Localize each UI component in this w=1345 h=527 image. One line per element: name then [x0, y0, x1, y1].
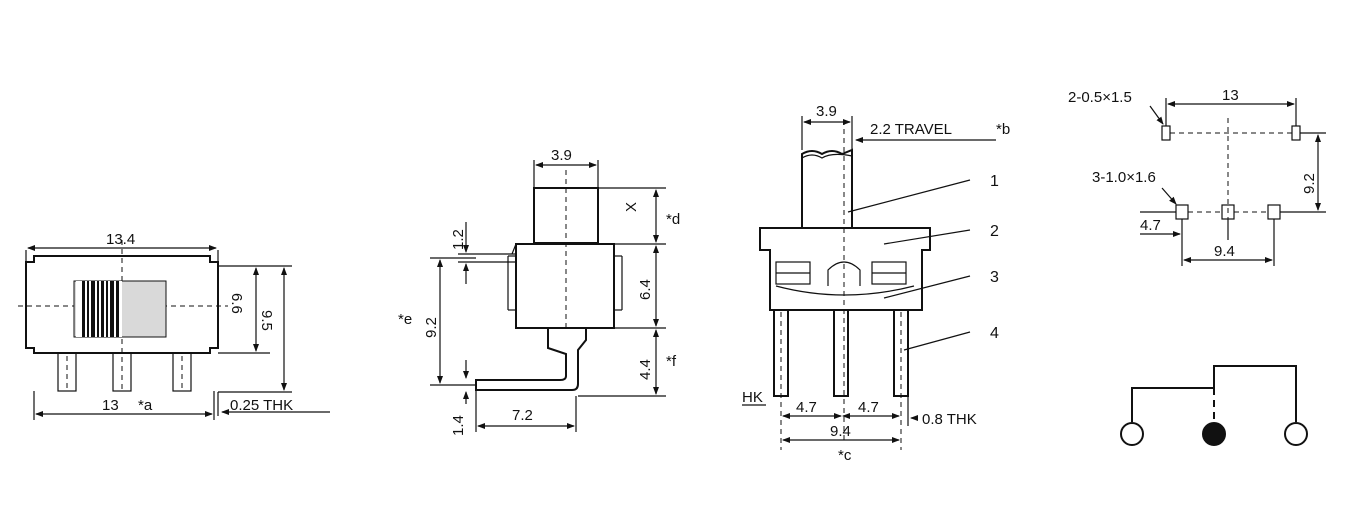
front-thickness-label: 0.25 THK	[230, 397, 293, 414]
end-pitch-right-label: 4.7	[858, 399, 879, 416]
pcb-pitch-label: 4.7	[1140, 217, 1161, 234]
side-bottom-offset-label: 1.4	[450, 415, 467, 436]
front-total-height-label: 9.5	[258, 310, 275, 331]
switch-schematic	[1120, 365, 1308, 446]
end-cut-text: HK	[742, 389, 763, 406]
front-pin-span-label: 13	[102, 397, 119, 414]
pcb-mount-holes-label: 2-0.5×1.5	[1068, 89, 1132, 106]
part-label-3: 3	[990, 269, 999, 286]
schematic-terminal-common	[1202, 422, 1226, 446]
schematic-terminal-left	[1120, 422, 1144, 446]
front-body-height-label: 6.6	[228, 293, 245, 314]
end-note-b: *b	[996, 121, 1010, 138]
side-actuator-width-label: 3.9	[551, 147, 572, 164]
front-note-a: *a	[138, 397, 153, 414]
part-label-2: 2	[990, 223, 999, 240]
end-view: 3.9 2.2 TRAVEL *b 1 2 3 4 HK 4.7 4.7 0.8…	[742, 103, 1010, 464]
end-note-c: *c	[838, 447, 852, 464]
side-x-label: X	[623, 202, 640, 212]
side-note-f: *f	[666, 353, 677, 370]
front-view: 13.4 6.6 9.5 13 *a 0.25 THK	[18, 231, 330, 420]
side-pin-length-label: 9.2	[423, 317, 440, 338]
pcb-layout: 2-0.5×1.5 3-1.0×1.6 13 9.2 4.7	[1068, 87, 1326, 266]
part-label-1: 1	[990, 173, 999, 190]
part-label-4: 4	[990, 325, 999, 342]
end-actuator-width-label: 3.9	[816, 103, 837, 120]
side-note-d: *d	[666, 211, 680, 228]
side-foot-length-label: 7.2	[512, 407, 533, 424]
side-body-height-label: 6.4	[637, 279, 654, 300]
pcb-pin-span-label: 9.4	[1214, 243, 1235, 260]
end-pitch-left-label: 4.7	[796, 399, 817, 416]
pcb-mount-span-label: 13	[1222, 87, 1239, 104]
side-view: 3.9 X *d 6.4 4.4 *f 1.2 9.2 *e 1.4 7.2	[398, 147, 680, 436]
end-pin-thickness-label: 0.8 THK	[922, 411, 977, 428]
side-note-e: *e	[398, 311, 412, 328]
pcb-pin-holes-label: 3-1.0×1.6	[1092, 169, 1156, 186]
side-pin-height-label: 4.4	[637, 359, 654, 380]
pcb-row-spacing-label: 9.2	[1301, 173, 1318, 194]
front-width-label: 13.4	[106, 231, 135, 248]
end-travel-label: 2.2 TRAVEL	[870, 121, 952, 138]
side-tab-height-label: 1.2	[450, 229, 467, 250]
schematic-terminal-right	[1284, 422, 1308, 446]
end-pin-span-label: 9.4	[830, 423, 851, 440]
